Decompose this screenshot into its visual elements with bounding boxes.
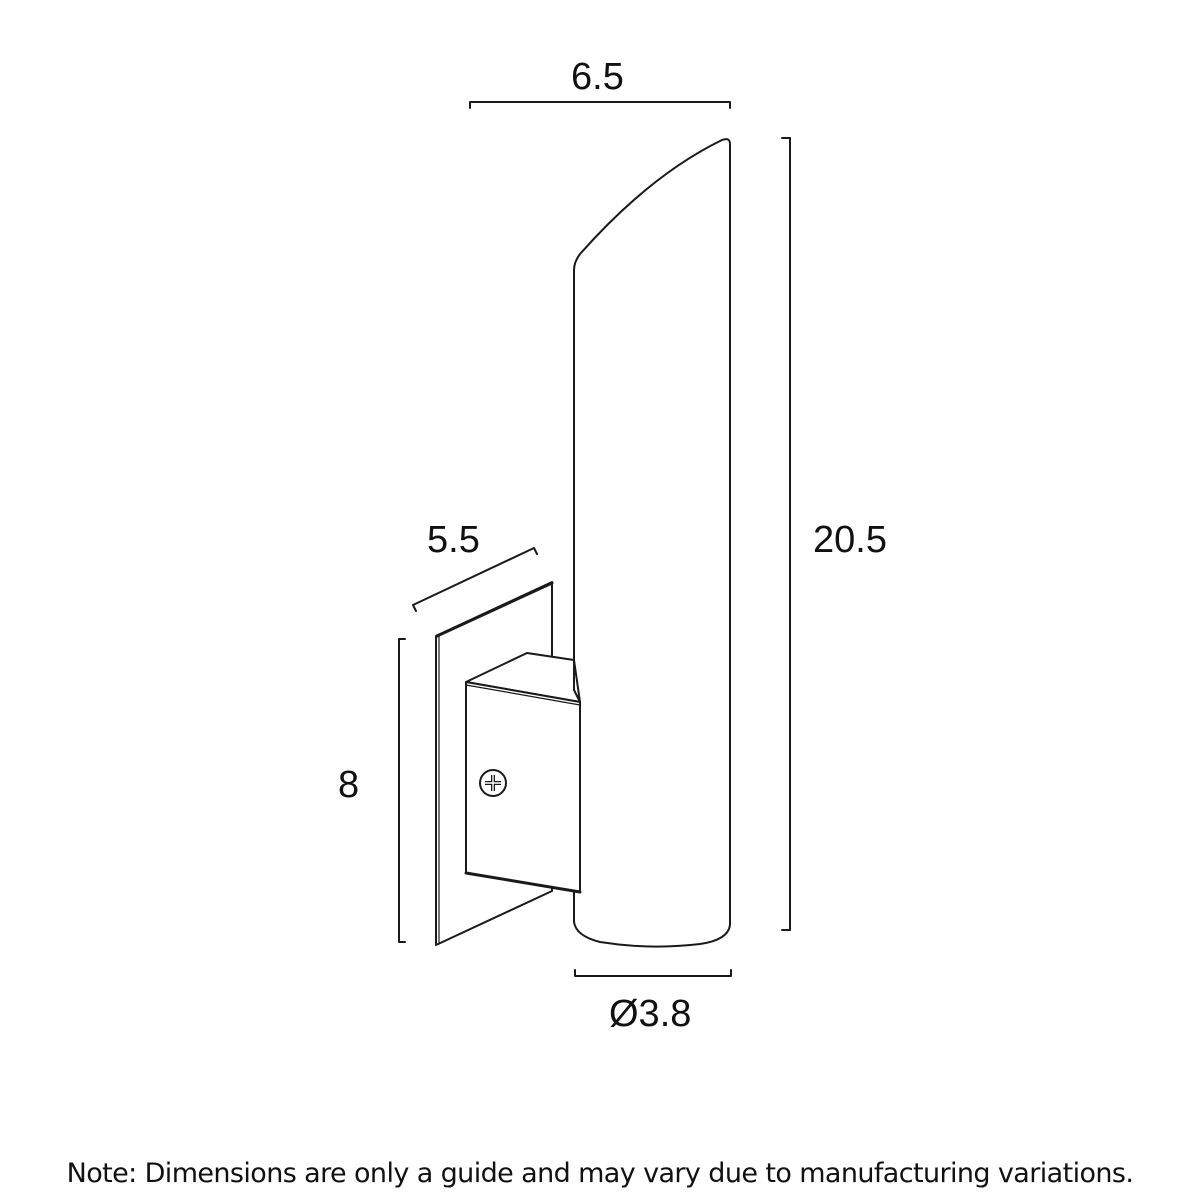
dimension-label-overall-height: 20.5	[813, 519, 887, 561]
dimension-line-top-width	[469, 101, 731, 109]
dimension-line-plate-height	[398, 638, 406, 943]
dimension-label-top-width: 6.5	[571, 56, 624, 98]
light-body-cylinder	[573, 138, 731, 948]
mounting-box	[464, 652, 582, 894]
dimension-label-diameter: Ø3.8	[609, 993, 692, 1035]
dimension-label-plate-height: 8	[338, 764, 360, 806]
dimension-label-plate-width: 5.5	[427, 519, 480, 561]
disclaimer-note: Note: Dimensions are only a guide and ma…	[66, 1158, 1134, 1189]
dimension-line-plate-width	[412, 547, 538, 612]
dimension-line-diameter	[574, 969, 732, 977]
screw-head-icon	[479, 769, 507, 797]
dimension-line-overall-height	[781, 137, 791, 931]
